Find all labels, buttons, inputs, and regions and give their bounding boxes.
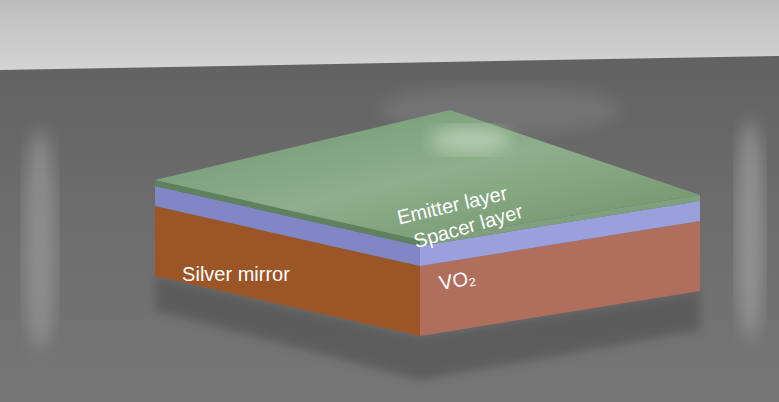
reflection (736, 120, 764, 340)
reflection (24, 130, 56, 350)
emitter-top-face (155, 110, 700, 240)
highlight (430, 126, 510, 154)
part-label: VO₂ (437, 266, 477, 294)
part-label: Silver mirror (182, 263, 290, 285)
background-wall (0, 0, 779, 70)
